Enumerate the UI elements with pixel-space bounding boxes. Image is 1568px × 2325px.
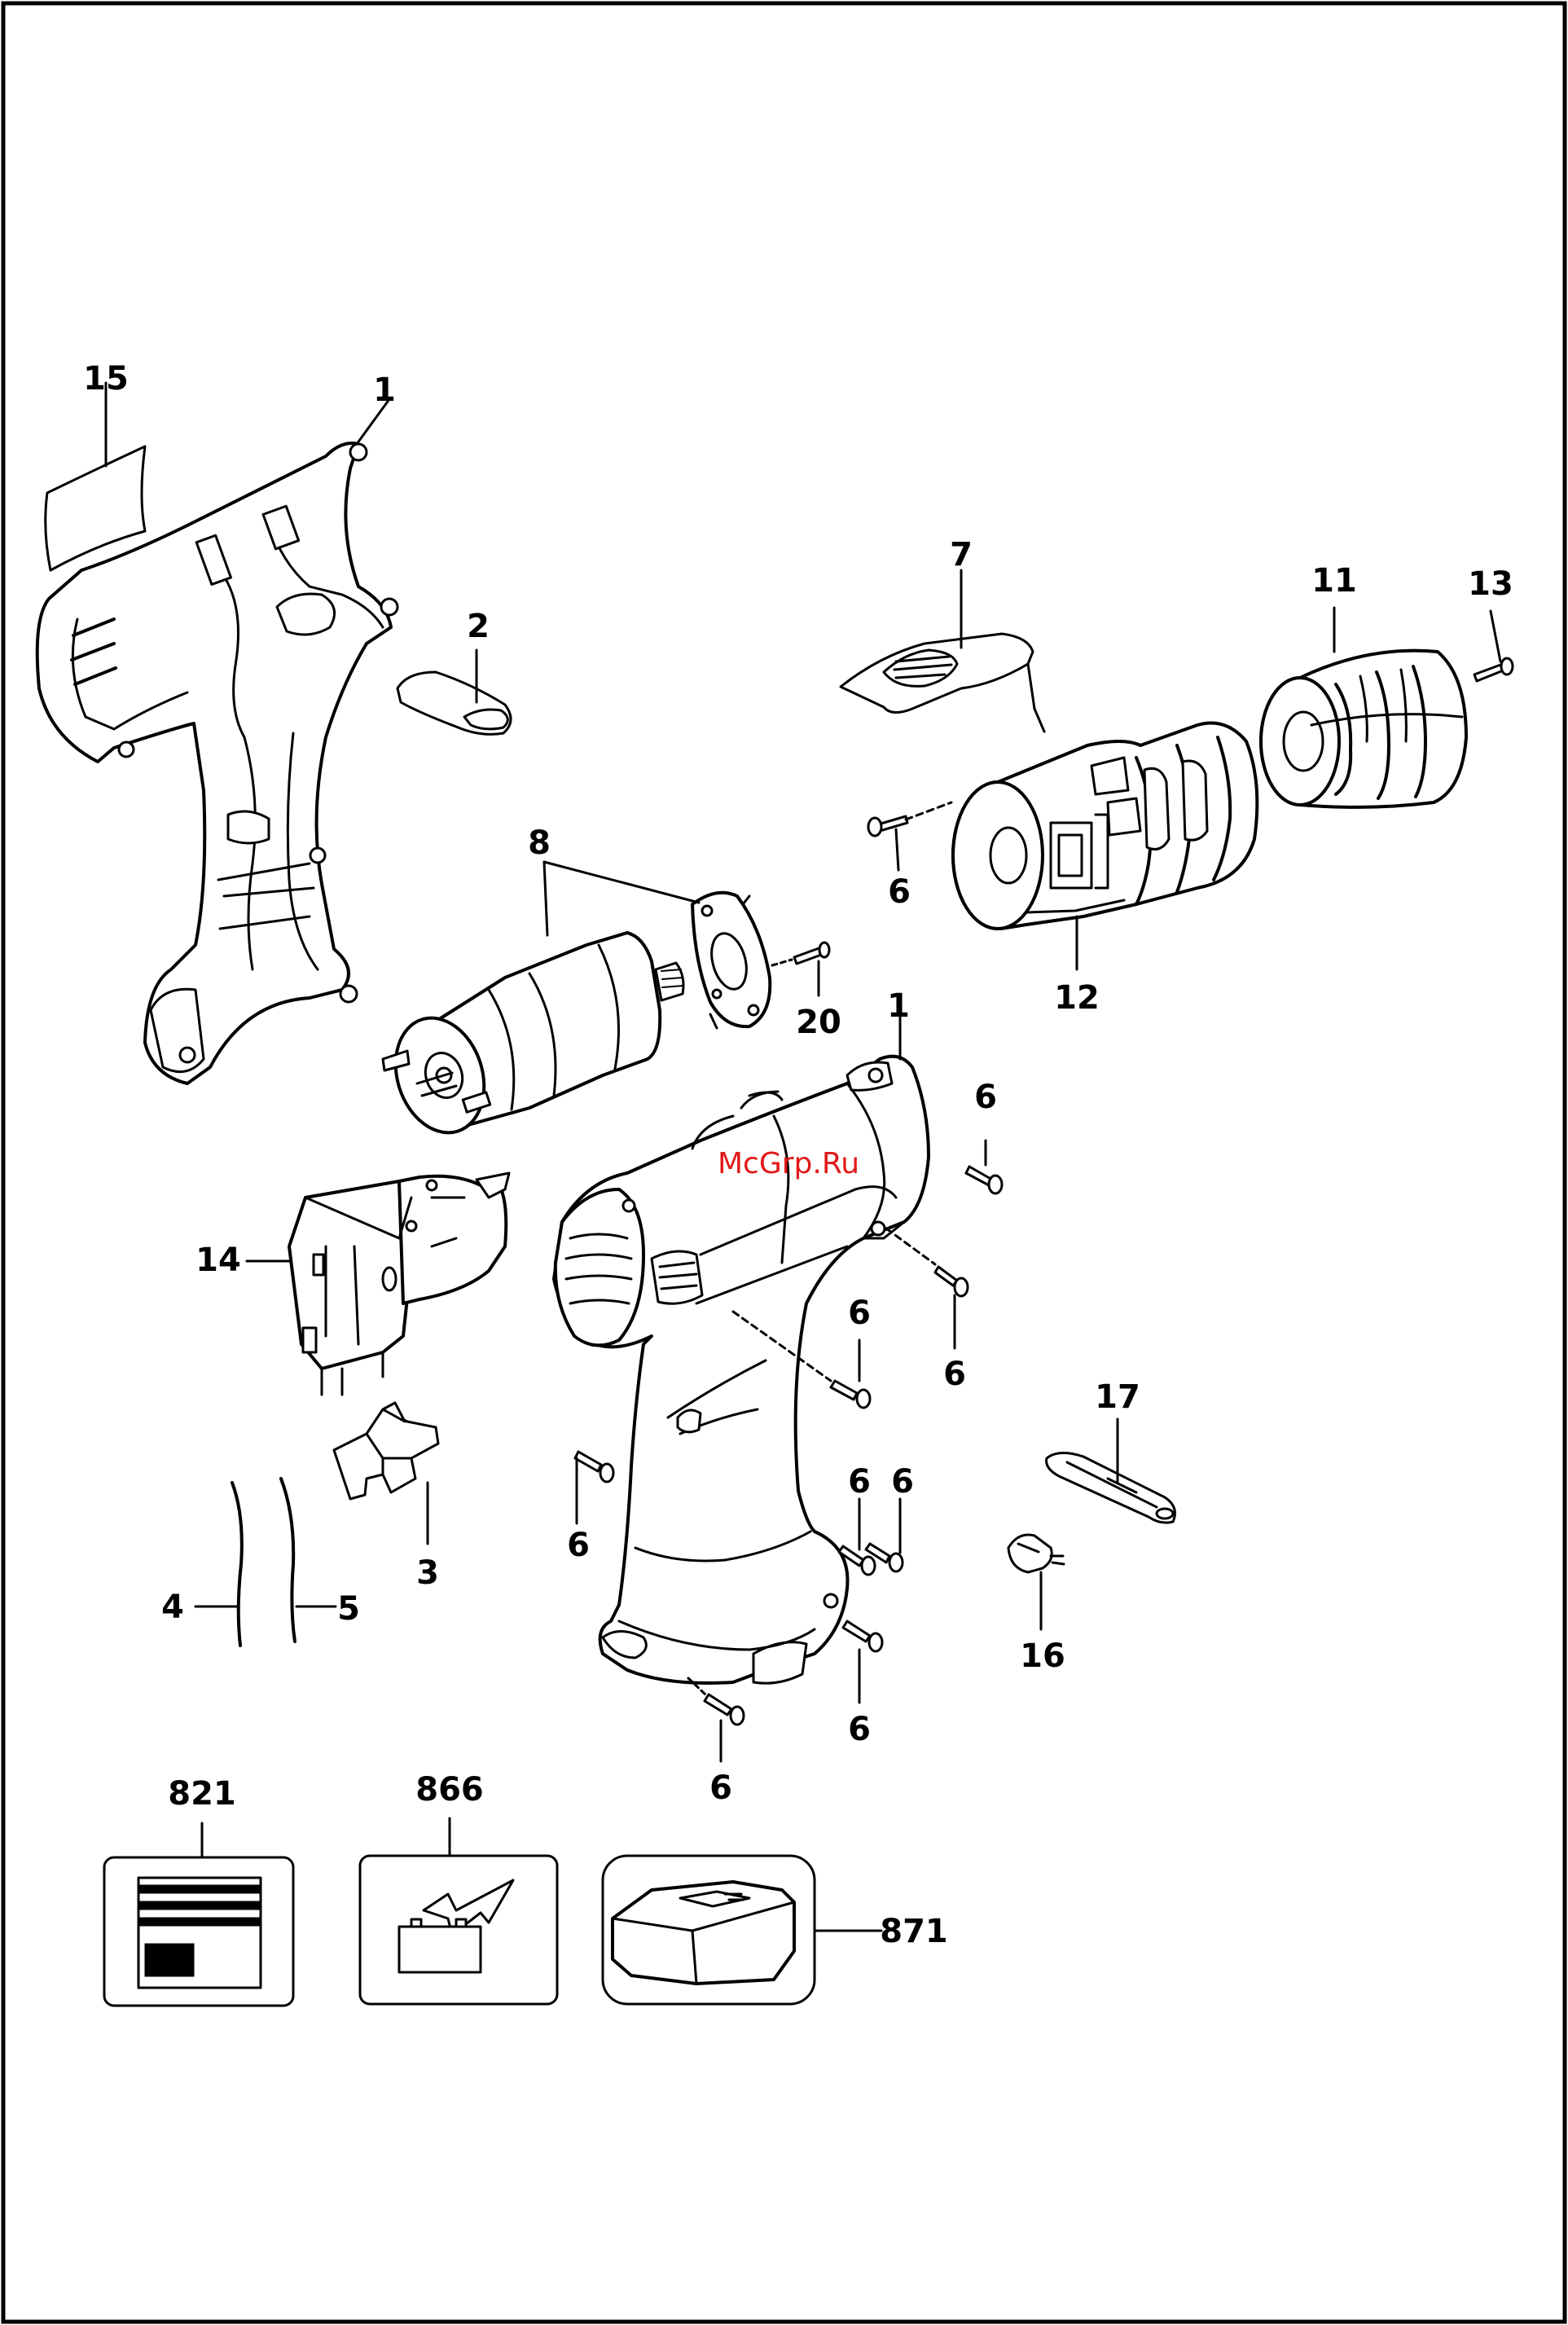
callout-6-d: 6: [943, 1356, 966, 1393]
callout-821: 821: [168, 1775, 236, 1813]
callout-6-e: 6: [848, 1463, 871, 1501]
callout-6-f: 6: [891, 1463, 914, 1501]
callout-6-h: 6: [848, 1711, 871, 1748]
callout-866: 866: [415, 1771, 484, 1809]
callout-1-left: 1: [373, 371, 396, 409]
callout-12: 12: [1054, 979, 1100, 1017]
callout-1-right: 1: [887, 987, 910, 1025]
callout-6-b: 6: [974, 1079, 997, 1116]
callout-7: 7: [950, 536, 973, 574]
callout-15: 15: [83, 360, 129, 398]
callout-17: 17: [1095, 1378, 1140, 1416]
callout-13: 13: [1468, 565, 1513, 603]
callout-4: 4: [161, 1589, 184, 1626]
callout-11: 11: [1311, 562, 1357, 600]
callout-5: 5: [337, 1590, 360, 1628]
callout-20: 20: [796, 1004, 841, 1041]
callout-2: 2: [467, 608, 490, 645]
callout-6-i: 6: [709, 1769, 732, 1807]
callout-3: 3: [416, 1554, 439, 1592]
callout-8: 8: [528, 824, 551, 862]
callout-14: 14: [195, 1242, 241, 1279]
watermark: McGrp.Ru: [718, 1147, 859, 1180]
callout-6-a: 6: [888, 873, 911, 911]
callout-6-c: 6: [848, 1294, 871, 1332]
callout-16: 16: [1020, 1637, 1065, 1675]
callout-871: 871: [880, 1913, 948, 1950]
callout-6-g: 6: [567, 1527, 590, 1564]
